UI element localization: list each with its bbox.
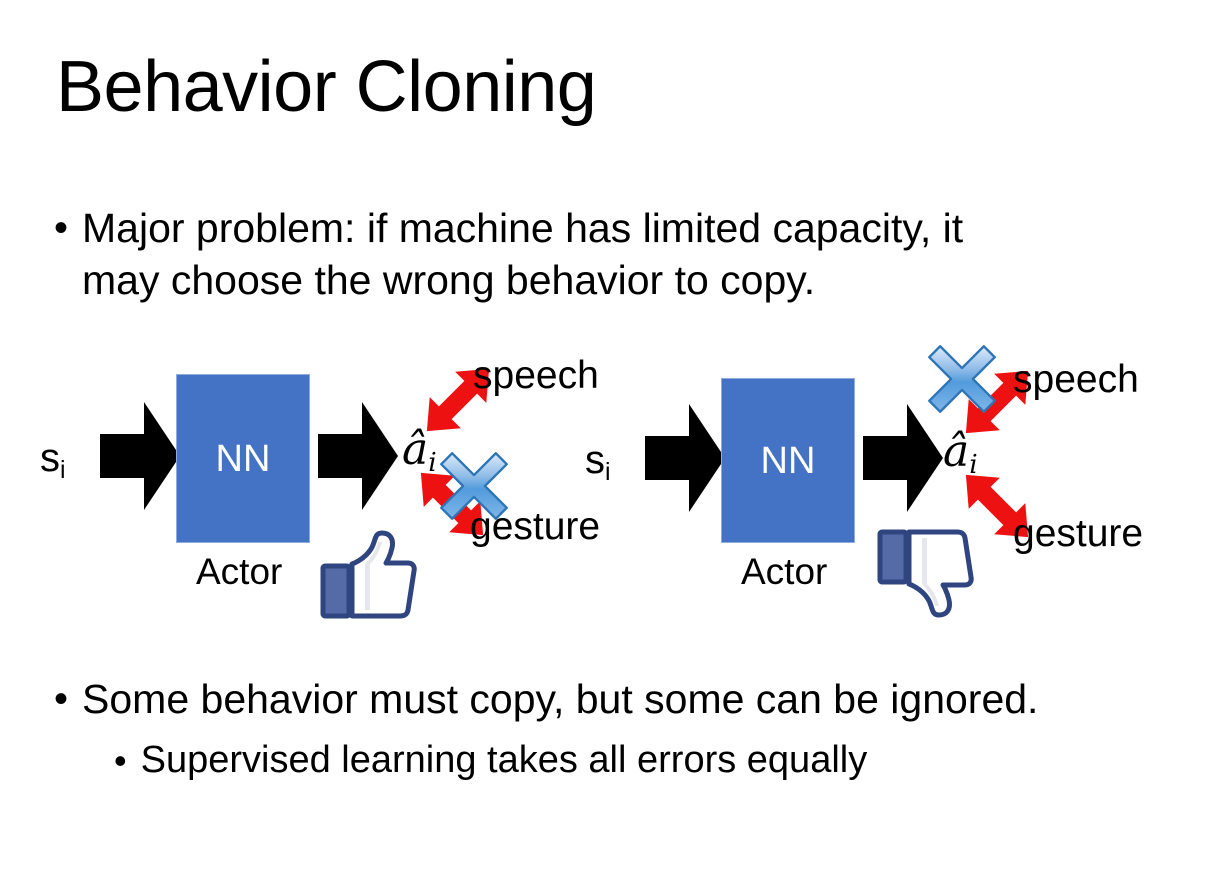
bullet-text-bottom-2: Supervised learning takes all errors equ… <box>140 739 868 781</box>
actor-caption-left: Actor <box>196 551 283 592</box>
bullet-item-top: • Major problem: if machine has limited … <box>54 202 1144 306</box>
bullet-marker-icon: • <box>54 677 69 721</box>
action-label-right: âi <box>943 426 978 480</box>
output-label-speech-right: speech <box>1013 358 1139 401</box>
output-arrow-right-icon <box>863 398 943 518</box>
state-label-right: si <box>585 438 611 486</box>
page-title: Behavior Cloning <box>56 47 597 127</box>
bullet-item-bottom-2: • Supervised learning takes all errors e… <box>114 735 1164 787</box>
nn-box-label-right: NN <box>760 439 816 482</box>
speech-arrow-right-icon <box>945 350 1049 454</box>
state-label-left: si <box>40 436 66 484</box>
bullet-text-top: Major problem: if machine has limited ca… <box>82 205 964 303</box>
action-label-left: âi <box>402 424 437 478</box>
output-label-speech-left: speech <box>473 354 599 397</box>
output-label-gesture-right: gesture <box>1013 512 1144 555</box>
input-arrow-right-icon <box>645 398 725 518</box>
input-arrow-left-icon <box>100 396 180 516</box>
cross-out-gesture-left-icon <box>435 447 513 525</box>
nn-box-label-left: NN <box>215 437 271 480</box>
bullet-text-bottom-1: Some behavior must copy, but some can be… <box>82 676 1039 722</box>
output-arrow-left-icon <box>318 396 398 516</box>
actor-caption-right: Actor <box>741 551 828 592</box>
diagram-bad-case: si NN Actor âi <box>545 330 1210 640</box>
bullet-item-bottom-1: • Some behavior must copy, but some can … <box>54 673 1164 725</box>
nn-box-right: NN <box>721 378 855 543</box>
thumbs-down-icon <box>875 522 975 622</box>
bullet-marker-icon: • <box>114 740 127 781</box>
bullet-marker-icon: • <box>54 206 69 250</box>
nn-box-left: NN <box>176 374 310 543</box>
cross-out-speech-right-icon <box>923 340 1001 418</box>
thumbs-up-icon <box>318 530 418 622</box>
speech-arrow-left-icon <box>406 348 510 452</box>
gesture-arrow-right-icon <box>945 454 1049 558</box>
diagram-good-case: si NN Actor âi <box>0 330 620 640</box>
